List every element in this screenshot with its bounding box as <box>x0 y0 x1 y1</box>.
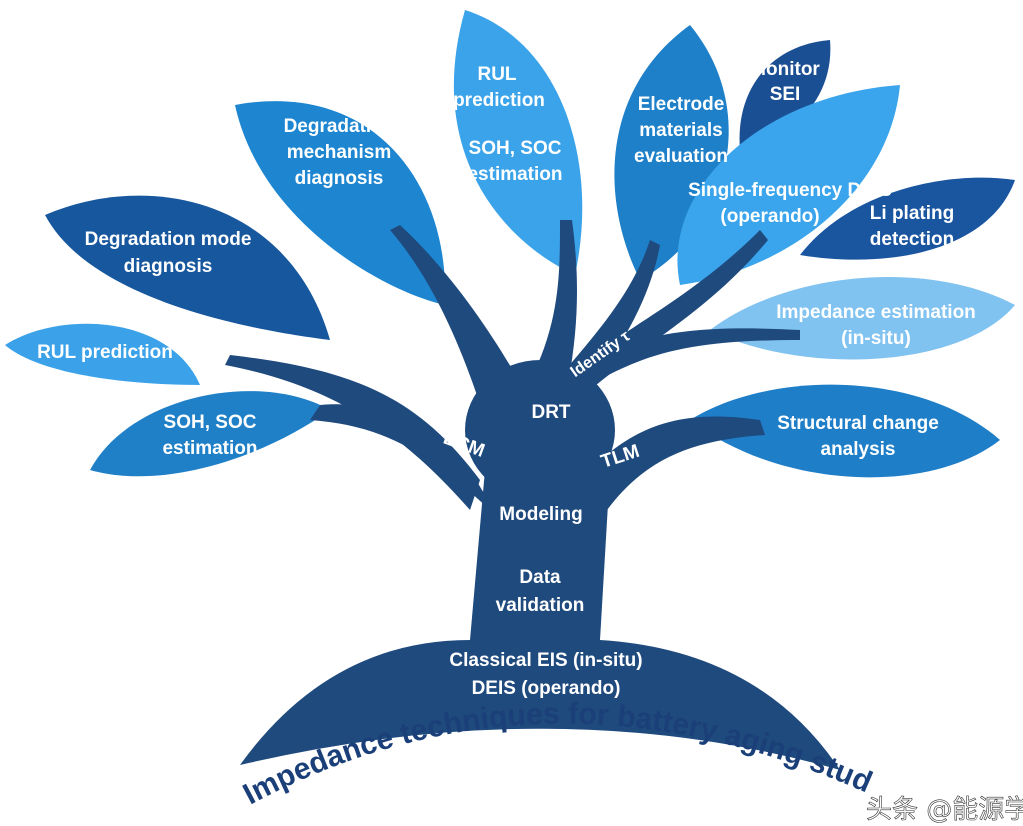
leaf-label: diagnosis <box>295 168 384 189</box>
trunk <box>225 220 840 770</box>
leaf-label: prediction <box>453 90 545 111</box>
leaf-label: Impedance estimation <box>776 302 976 323</box>
leaf-label: (operando) <box>720 206 819 227</box>
watermark: 头条 @能源学人 <box>866 795 1023 825</box>
leaf-label: estimation <box>162 438 257 459</box>
leaf-label: (in-situ) <box>841 328 911 349</box>
leaf-soh-soc-left <box>90 391 330 477</box>
leaf-single-frequency-deis <box>677 85 900 285</box>
leaf-rul-prediction-left <box>5 323 200 385</box>
leaves <box>5 10 1015 478</box>
leaf-monitor-sei <box>739 40 831 150</box>
leaf-label: Degradation mode <box>85 229 252 250</box>
label-data: Data <box>519 567 561 588</box>
leaf-label: materials <box>639 120 722 141</box>
leaf-label: Structural change <box>777 413 939 434</box>
leaf-label: Degradation <box>284 116 395 137</box>
leaf-degradation-mode <box>45 195 330 340</box>
leaf-label: SOH, SOC <box>469 138 562 159</box>
leaf-label: RUL prediction <box>37 342 173 363</box>
leaf-label: diagnosis <box>124 256 213 277</box>
leaf-labels: Degradation mode diagnosis RUL predictio… <box>37 59 976 460</box>
leaf-label: Li plating <box>870 203 954 224</box>
leaf-label: Monitor <box>750 59 820 80</box>
leaf-label: SOH, SOC <box>164 412 257 433</box>
leaf-label: detection <box>870 229 954 250</box>
leaf-rul-soh-top <box>453 10 583 275</box>
label-validation: validation <box>496 595 585 616</box>
leaf-label: mechanism <box>287 142 392 163</box>
base-label-deis: DEIS (operando) <box>472 678 621 699</box>
leaf-label: estimation <box>467 164 562 185</box>
label-modeling: Modeling <box>499 504 582 525</box>
leaf-label: Single-frequency DEIS <box>688 180 892 201</box>
leaf-label: SEI <box>770 84 801 105</box>
leaf-label: Electrode <box>638 94 725 115</box>
leaf-li-plating <box>800 177 1015 260</box>
label-drt: DRT <box>531 402 570 423</box>
leaf-structural-change <box>690 384 1000 478</box>
leaf-label: RUL <box>477 64 516 85</box>
leaf-label: analysis <box>821 439 896 460</box>
base-label-classical-eis: Classical EIS (in-situ) <box>449 650 642 671</box>
leaf-label: evaluation <box>634 146 728 167</box>
leaf-degradation-mechanism <box>235 101 446 306</box>
